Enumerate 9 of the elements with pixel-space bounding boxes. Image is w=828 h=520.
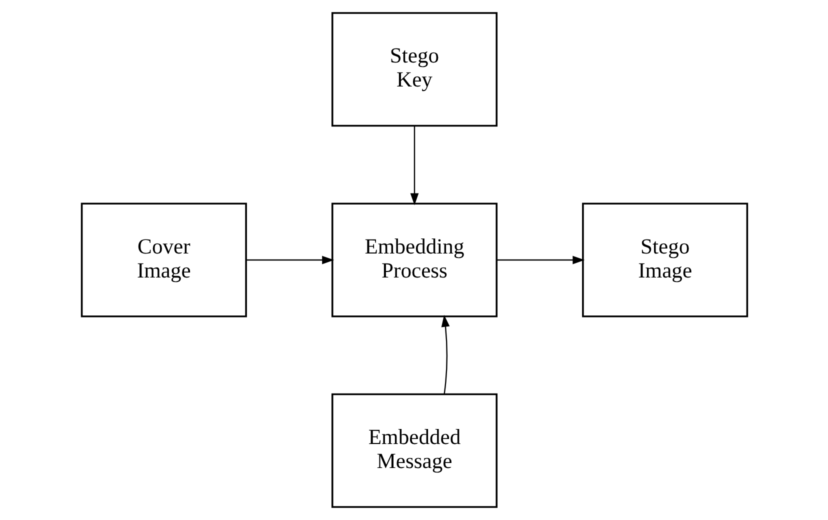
node-box: Stego Image [582,202,748,318]
node-box: Stego Key [330,12,498,127]
arrow [496,256,584,264]
arrow [410,126,418,206]
arrow [246,256,334,264]
node-box: Embedding Process [330,202,498,318]
arrow [440,314,450,394]
node-box: Embedded Message [330,393,498,508]
node-box: Cover Image [80,202,246,318]
